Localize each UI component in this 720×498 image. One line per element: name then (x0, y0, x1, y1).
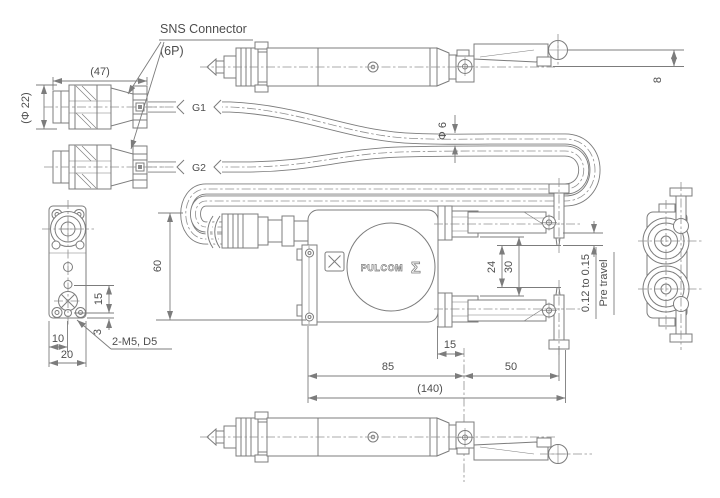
upper-gauge-head (434, 178, 580, 254)
sns-connector-label: SNS Connector (6P) (127, 22, 253, 150)
span-inner-dim: 24 (486, 261, 498, 273)
height-dim: 60 (152, 260, 164, 272)
side-half-dim: 10 (52, 333, 64, 345)
g2-label: G2 (192, 162, 206, 174)
side-edge-dim: 3 (92, 329, 104, 335)
brand-text: PULCOM (361, 263, 404, 273)
left-end-view (42, 200, 94, 326)
cable-label-g1: G1 (176, 99, 222, 115)
logo-circle (346, 222, 436, 312)
length-dimensions: 15 85 50 (140) (307, 326, 566, 482)
connector-length-dim: (47) (90, 66, 110, 78)
g1-label: G1 (192, 102, 206, 114)
span-outer-dim: 30 (503, 261, 515, 273)
pretravel-name: Pre travel (598, 259, 610, 306)
connector-dimensions: (47) (Φ 22) (20, 66, 148, 130)
cable-diameter-dimension: Φ 6 (437, 115, 458, 163)
cable-break-symbol (205, 214, 222, 250)
brand-sigma: Σ (411, 260, 421, 277)
pivot-offset-dim: 15 (444, 339, 456, 351)
pretravel-dimension: 0.12 to 0.15 Pre travel (563, 221, 615, 319)
pulcom-logo: PULCOM Σ (324, 222, 436, 312)
cable-centerlines (148, 106, 596, 240)
tip-span-dimensions: 24 30 (480, 236, 561, 297)
pretravel-range: 0.12 to 0.15 (580, 254, 592, 312)
sns-connector-upper (44, 84, 164, 130)
lower-gauge-head (434, 280, 580, 357)
connector-diameter-dim: (Φ 22) (20, 92, 32, 123)
tap-note: 2-M5, D5 (112, 336, 157, 348)
bottom-view (200, 411, 592, 464)
right-end-view (638, 182, 702, 350)
side-hole-dim: 15 (93, 293, 105, 305)
sns-label-line1: SNS Connector (160, 22, 247, 36)
sns-label-line2: (6P) (160, 44, 184, 58)
left-view-dimensions: 15 3 10 20 2-M5, D5 (48, 285, 172, 367)
total-length-dim: (140) (417, 383, 443, 395)
sns-connector-lower (44, 144, 164, 190)
side-width-dim: 20 (61, 349, 73, 361)
cable-label-g2: G2 (176, 159, 222, 175)
height-dimension: 60 (152, 212, 306, 321)
cable-diameter-dim: Φ 6 (437, 122, 449, 140)
arm-length-dim: 50 (505, 361, 517, 373)
front-view: PULCOM Σ (221, 178, 580, 357)
top-view (200, 34, 568, 93)
body-length-dim: 85 (382, 361, 394, 373)
tip-height-dimension: 8 (553, 49, 684, 83)
tip-height-dim: 8 (652, 77, 664, 83)
